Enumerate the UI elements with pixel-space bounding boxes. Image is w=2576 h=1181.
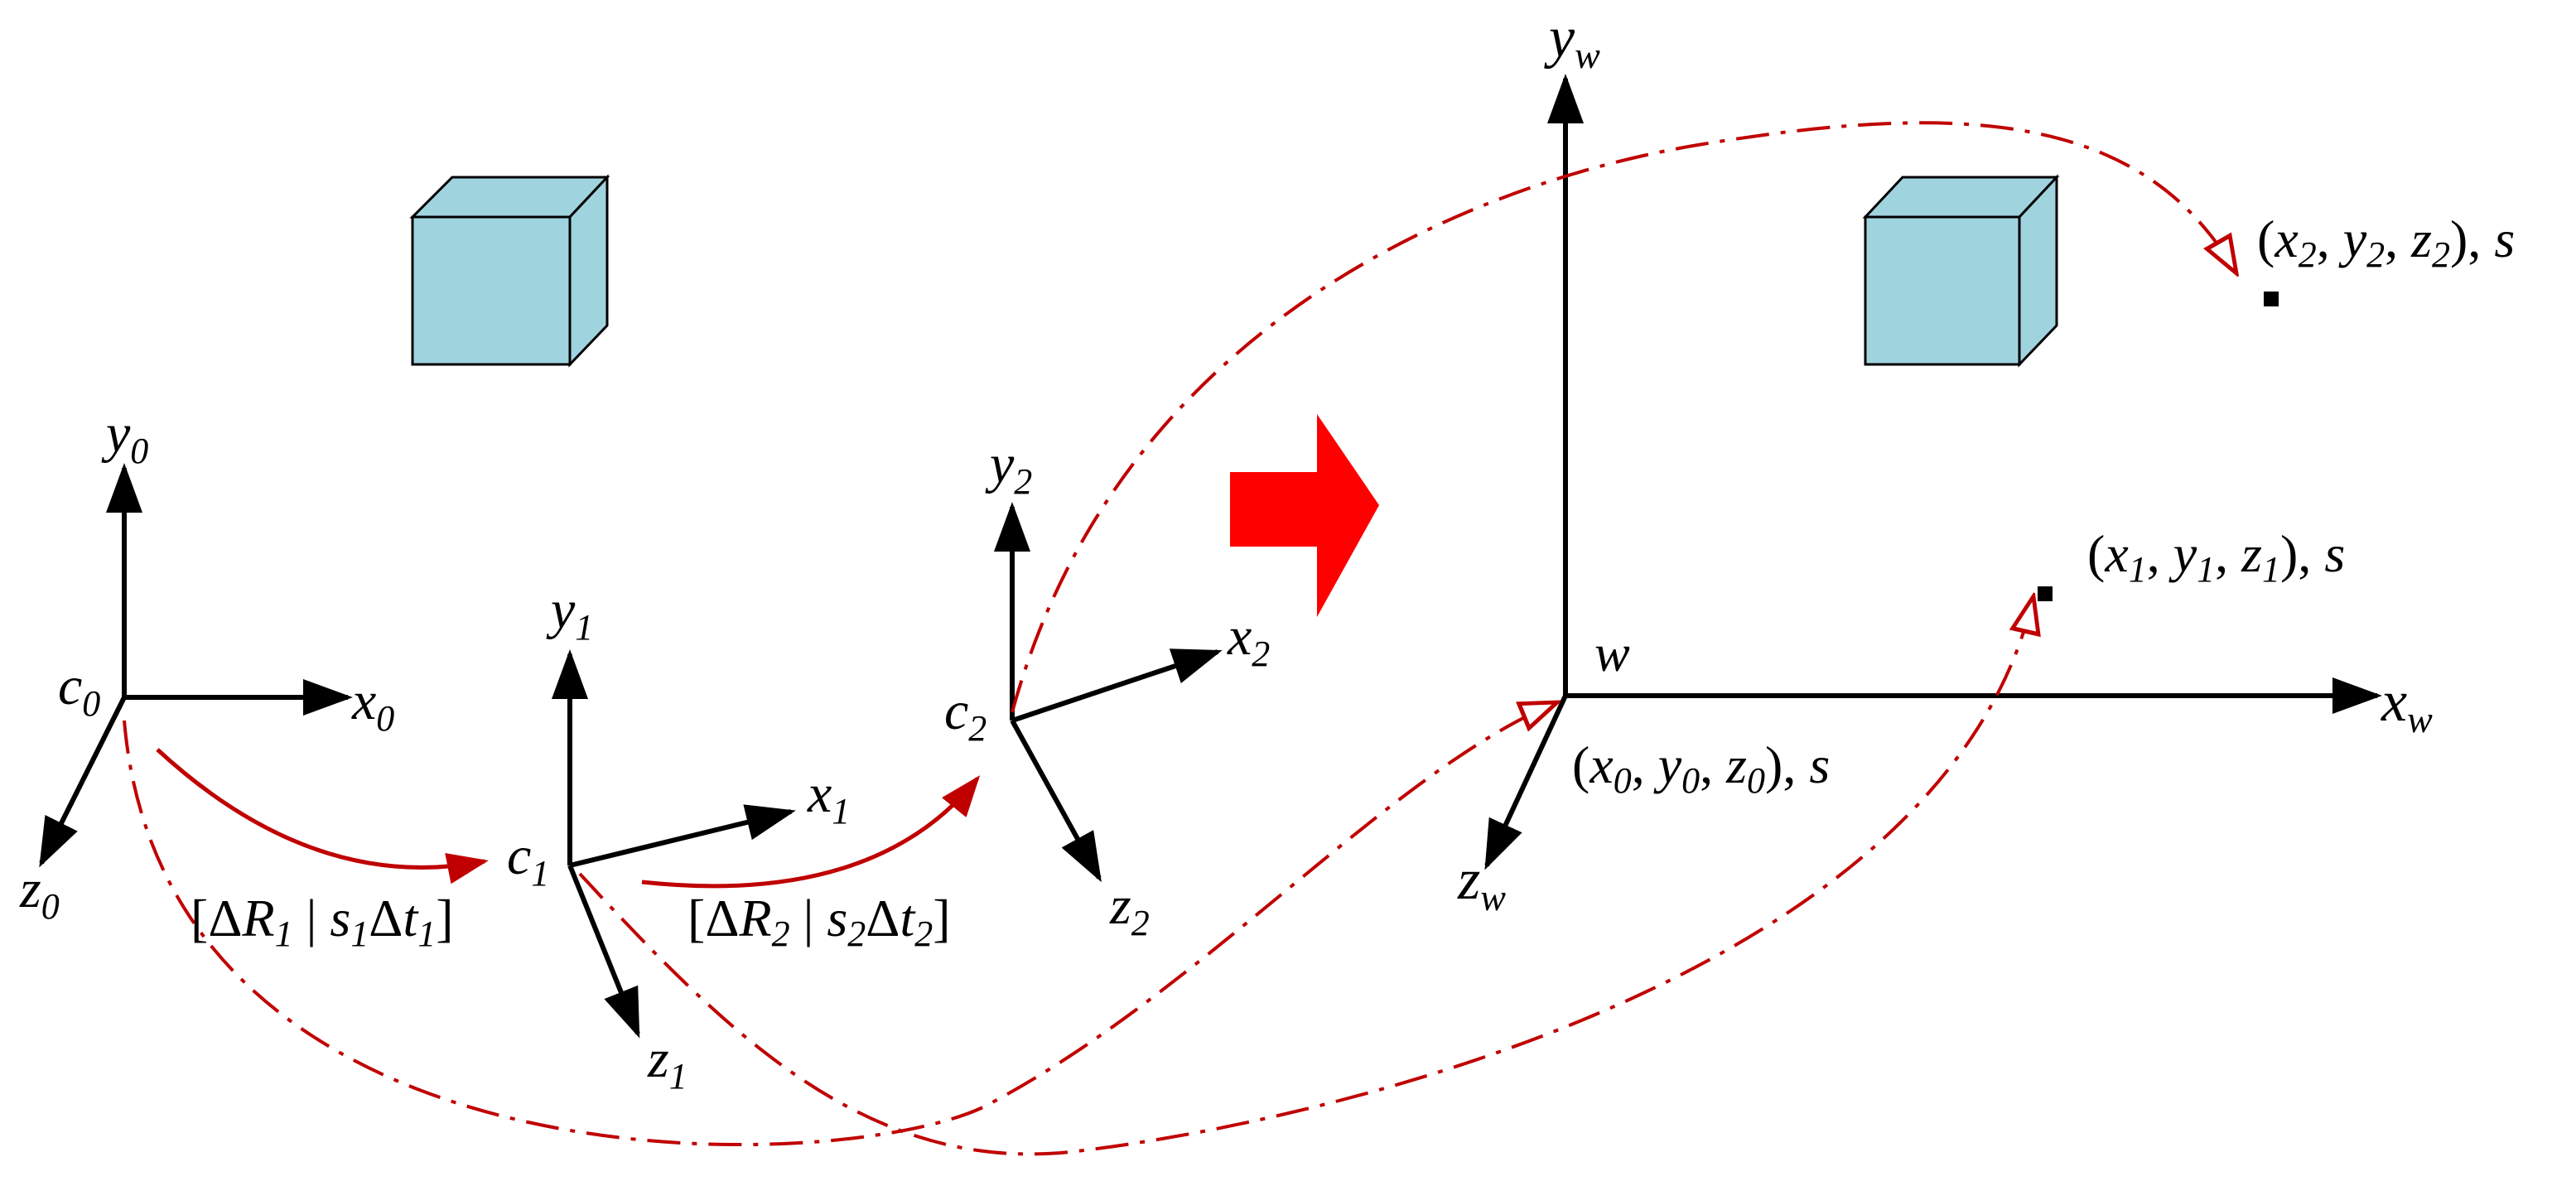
- axis-z2: [1010, 719, 1102, 883]
- point-label-p1: (x1, y1, z1), s: [2087, 524, 2345, 590]
- label-xw: xw: [2381, 670, 2433, 740]
- frame-c0: y0 x0 z0 c0: [19, 403, 394, 927]
- motion-arrow-c0-c1: [156, 748, 489, 885]
- projection-line-c2-p2: [1011, 121, 2236, 713]
- projection-line-c0-p0: [123, 702, 1557, 1147]
- transform-label-1: [ΔR1 | s1Δt1]: [191, 889, 454, 954]
- label-zw: zw: [1457, 848, 1506, 918]
- cube-icon-left: [409, 174, 610, 368]
- square-point-icon-p1: [2038, 586, 2053, 601]
- label-z0: z0: [19, 859, 60, 927]
- label-x0: x0: [351, 671, 394, 739]
- motion-arrow-c1-c2: [641, 775, 981, 889]
- label-y1: y1: [546, 580, 593, 648]
- label-y2: y2: [985, 434, 1032, 502]
- axis-z0: [39, 696, 127, 868]
- label-c2: c2: [944, 681, 987, 749]
- axis-x2: [1011, 648, 1223, 723]
- axis-zw: [1484, 694, 1568, 870]
- cube-icon-right: [1862, 174, 2060, 368]
- label-z2: z2: [1109, 875, 1150, 943]
- frame-c2: y2 x2 z2 c2: [944, 434, 1270, 943]
- frame-c1: y1 x1 z1 c1: [507, 580, 850, 1097]
- label-z1: z1: [647, 1029, 687, 1097]
- square-point-icon-p2: [2264, 292, 2279, 306]
- label-x1: x1: [807, 764, 850, 832]
- axis-x1: [569, 804, 796, 868]
- label-yw: yw: [1544, 6, 1600, 76]
- label-c1: c1: [507, 826, 549, 894]
- label-w: w: [1594, 624, 1630, 682]
- right-arrow-icon: [1230, 414, 1379, 617]
- label-y0: y0: [101, 403, 148, 471]
- transform-label-2: [ΔR2 | s2Δt2]: [687, 889, 951, 954]
- label-x2: x2: [1227, 606, 1270, 674]
- frame-world: yw xw zw w: [1457, 6, 2433, 918]
- projection-line-c1-p1: [578, 596, 2033, 1156]
- point-label-p0: (x0, y0, z0), s: [1572, 735, 1830, 801]
- point-label-p2: (x2, y2, z2), s: [2257, 210, 2515, 275]
- axis-z1: [567, 864, 640, 1039]
- label-c0: c0: [58, 656, 100, 724]
